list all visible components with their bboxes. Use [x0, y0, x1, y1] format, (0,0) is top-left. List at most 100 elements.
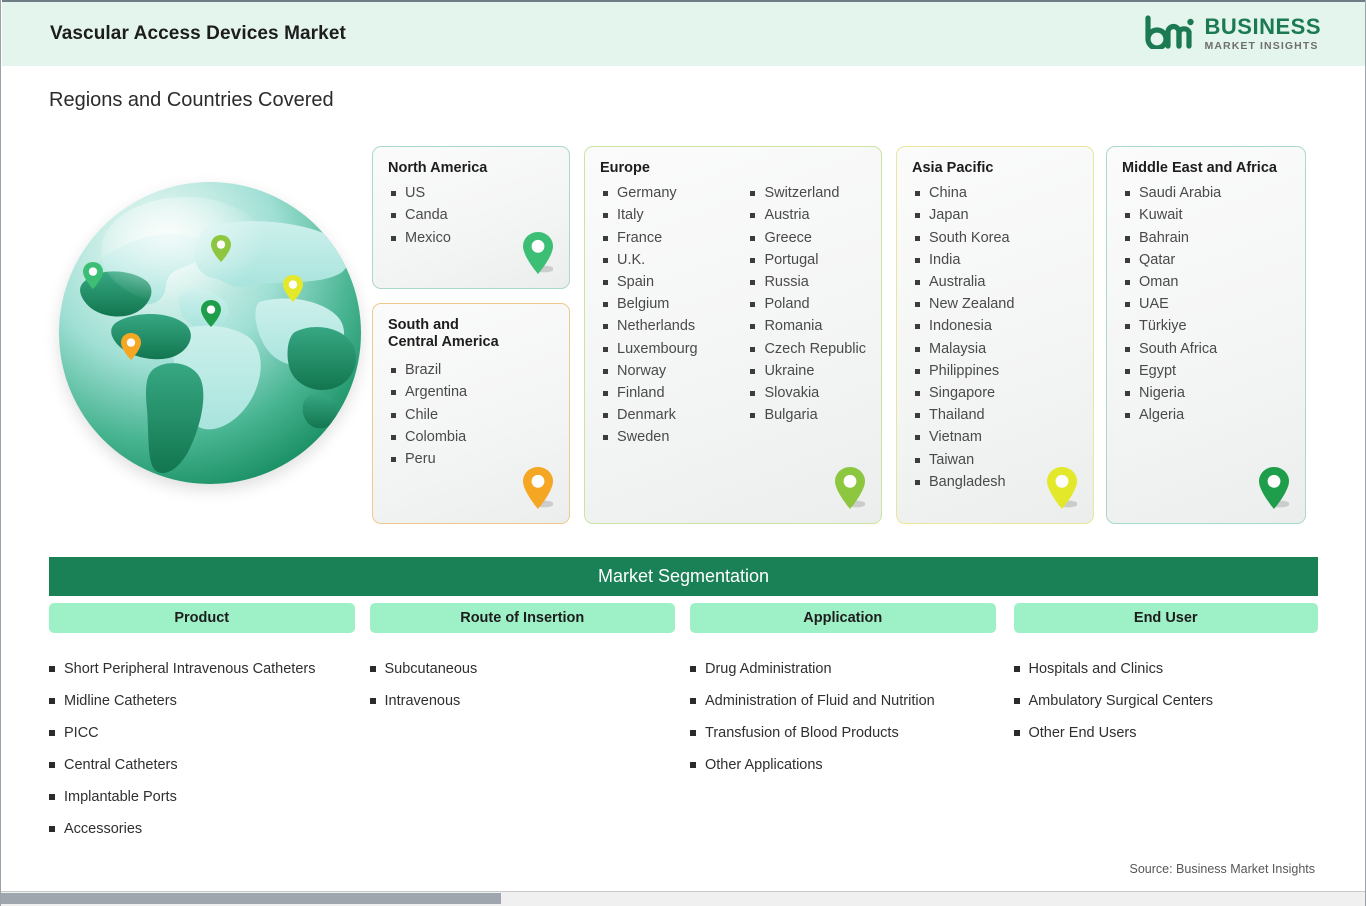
- list-item: Indonesia: [912, 315, 1014, 337]
- horizontal-scrollbar-thumb[interactable]: [1, 893, 501, 904]
- list-item: Romania: [747, 315, 866, 337]
- list-item: Australia: [912, 271, 1014, 293]
- list-item: Transfusion of Blood Products: [690, 717, 996, 749]
- list-item: Germany: [600, 182, 729, 204]
- location-pin-icon: [523, 232, 554, 279]
- region-title: Europe: [600, 160, 650, 176]
- globe-sphere: [59, 182, 361, 484]
- list-item: New Zealand: [912, 293, 1014, 315]
- list-item: Chile: [388, 404, 467, 426]
- region-title: Asia Pacific: [912, 160, 994, 176]
- list-item: Singapore: [912, 382, 1014, 404]
- segmentation-column-title: Application: [690, 603, 996, 633]
- segmentation-column-title: Product: [49, 603, 355, 633]
- logo-business-text: BUSINESS: [1204, 14, 1321, 40]
- list-item: Short Peripheral Intravenous Catheters: [49, 653, 355, 685]
- location-pin-icon: [523, 467, 554, 514]
- regions-section-title: Regions and Countries Covered: [49, 89, 334, 111]
- location-pin-icon: [1047, 467, 1078, 514]
- list-item: Denmark: [600, 404, 729, 426]
- segmentation-column-title: End User: [1013, 603, 1318, 633]
- list-item: Philippines: [912, 360, 1014, 382]
- list-item: Slovakia: [747, 382, 866, 404]
- list-item: Thailand: [912, 404, 1014, 426]
- source-note: Source: Business Market Insights: [1129, 862, 1316, 876]
- list-item: Kuwait: [1122, 204, 1221, 226]
- list-item: Accessories: [49, 813, 355, 845]
- region-title: Middle East and Africa: [1122, 160, 1277, 176]
- list-item: Norway: [600, 360, 729, 382]
- region-title: North America: [388, 160, 488, 176]
- horizontal-scrollbar[interactable]: [1, 891, 1365, 906]
- list-item: Bangladesh: [912, 471, 1014, 493]
- list-item: Switzerland: [747, 182, 866, 204]
- list-item: Türkiye: [1122, 315, 1221, 337]
- list-item: India: [912, 249, 1014, 271]
- list-item: Ukraine: [747, 360, 866, 382]
- list-item: Oman: [1122, 271, 1221, 293]
- list-item: Hospitals and Clinics: [1013, 653, 1319, 685]
- brand-logo: BUSINESS MARKET INSIGHTS: [1144, 14, 1321, 54]
- list-item: France: [600, 227, 729, 249]
- location-pin-icon: [835, 467, 866, 514]
- list-item: UAE: [1122, 293, 1221, 315]
- list-item: Argentina: [388, 381, 467, 403]
- list-item: Colombia: [388, 426, 467, 448]
- list-item: Bahrain: [1122, 227, 1221, 249]
- list-item: Taiwan: [912, 449, 1014, 471]
- logo-tagline-text: MARKET INSIGHTS: [1204, 40, 1319, 53]
- list-item: Ambulatory Surgical Centers: [1013, 685, 1319, 717]
- list-item: Malaysia: [912, 338, 1014, 360]
- list-item: Vietnam: [912, 426, 1014, 448]
- list-item: Implantable Ports: [49, 781, 355, 813]
- list-item: US: [388, 182, 451, 204]
- list-item: Netherlands: [600, 315, 729, 337]
- list-item: Other End Users: [1013, 717, 1319, 749]
- list-item: Belgium: [600, 293, 729, 315]
- list-item: Austria: [747, 204, 866, 226]
- list-item: Luxembourg: [600, 338, 729, 360]
- list-item: Other Applications: [690, 749, 996, 781]
- list-item: China: [912, 182, 1014, 204]
- list-item: Drug Administration: [690, 653, 996, 685]
- market-segmentation-columns: Product Short Peripheral Intravenous Cat…: [49, 603, 1318, 845]
- list-item: Intravenous: [369, 685, 676, 717]
- list-item: Italy: [600, 204, 729, 226]
- list-item: Qatar: [1122, 249, 1221, 271]
- list-item: Finland: [600, 382, 729, 404]
- list-item: Peru: [388, 448, 467, 470]
- list-item: Canda: [388, 204, 451, 226]
- bmi-logo-icon: [1144, 14, 1196, 54]
- list-item: Algeria: [1122, 404, 1221, 426]
- list-item: Russia: [747, 271, 866, 293]
- list-item: Administration of Fluid and Nutrition: [690, 685, 996, 717]
- list-item: Portugal: [747, 249, 866, 271]
- list-item: South Korea: [912, 227, 1014, 249]
- page-header: Vascular Access Devices Market BUSINESS …: [2, 0, 1365, 66]
- list-item: Mexico: [388, 227, 451, 249]
- list-item: Poland: [747, 293, 866, 315]
- list-item: Subcutaneous: [369, 653, 676, 685]
- location-pin-icon: [1259, 467, 1290, 514]
- segmentation-column-title: Route of Insertion: [369, 603, 675, 633]
- list-item: Midline Catheters: [49, 685, 355, 717]
- page-title: Vascular Access Devices Market: [50, 23, 346, 44]
- list-item: U.K.: [600, 249, 729, 271]
